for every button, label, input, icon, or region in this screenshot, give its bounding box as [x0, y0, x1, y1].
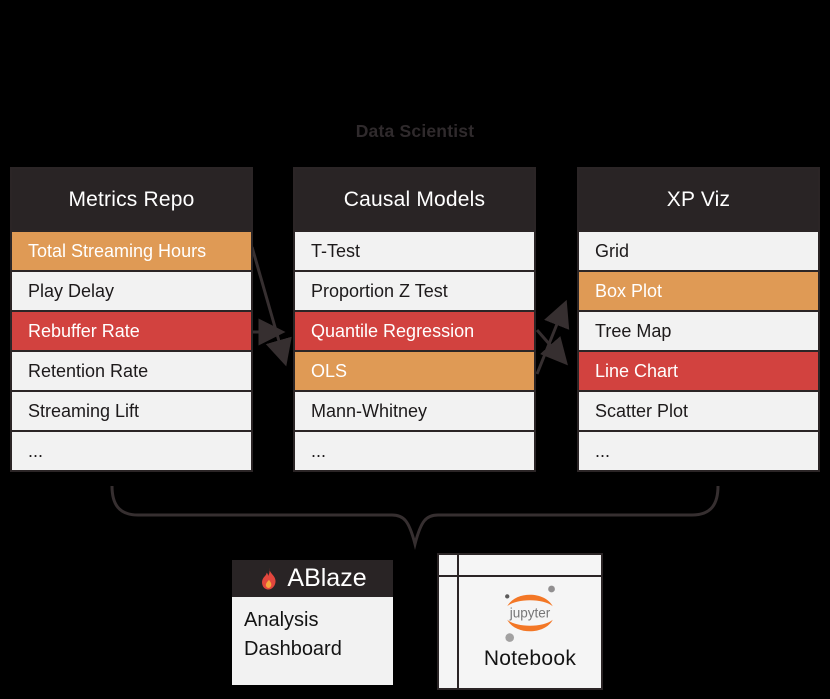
xp-viz-title: XP Viz	[579, 169, 818, 232]
causal-models-row: ...	[295, 432, 534, 470]
jupyter-content: jupyter Notebook	[459, 581, 601, 688]
jupyter-notebook-label: Notebook	[483, 647, 577, 670]
xp-viz-row: Box Plot	[579, 272, 818, 312]
ablaze-body-text: Analysis Dashboard	[232, 597, 393, 685]
metrics-repo-title: Metrics Repo	[12, 169, 251, 232]
metrics-repo-row: Total Streaming Hours	[12, 232, 251, 272]
xp-viz-row: Grid	[579, 232, 818, 272]
arrow-quantile-to-line-chart	[535, 329, 568, 366]
jupyter-sidebar-divider	[457, 555, 459, 688]
metrics-repo-row: Streaming Lift	[12, 392, 251, 432]
jupyter-panel: jupyter Notebook	[437, 553, 603, 690]
xp-viz-row: Line Chart	[579, 352, 818, 392]
jupyter-titlebar	[439, 555, 601, 577]
ablaze-panel: ABlaze Analysis Dashboard	[232, 560, 393, 685]
fire-icon	[262, 567, 276, 590]
metrics-repo-row: Retention Rate	[12, 352, 251, 392]
jupyter-logo-icon: jupyter	[505, 585, 555, 642]
causal-models-title: Causal Models	[295, 169, 534, 232]
causal-models-row: Quantile Regression	[295, 312, 534, 352]
brace	[110, 485, 720, 550]
causal-models-row: T-Test	[295, 232, 534, 272]
arrow-ols-to-box-plot	[535, 299, 570, 375]
causal-models-row: Mann-Whitney	[295, 392, 534, 432]
metrics-repo-row: Play Delay	[12, 272, 251, 312]
causal-models-row: Proportion Z Test	[295, 272, 534, 312]
xp-viz-row: ...	[579, 432, 818, 470]
arrow-streaming-hours-to-ols	[250, 246, 292, 367]
ablaze-title: ABlaze	[287, 564, 367, 592]
ablaze-header: ABlaze	[232, 560, 393, 597]
metrics-repo-row: Rebuffer Rate	[12, 312, 251, 352]
causal-models-row: OLS	[295, 352, 534, 392]
data-scientist-label: Data Scientist	[355, 121, 475, 141]
xp-viz-row: Tree Map	[579, 312, 818, 352]
jupyter-logo-text: jupyter	[509, 605, 551, 620]
metrics-repo-row: ...	[12, 432, 251, 470]
xp-viz-row: Scatter Plot	[579, 392, 818, 432]
